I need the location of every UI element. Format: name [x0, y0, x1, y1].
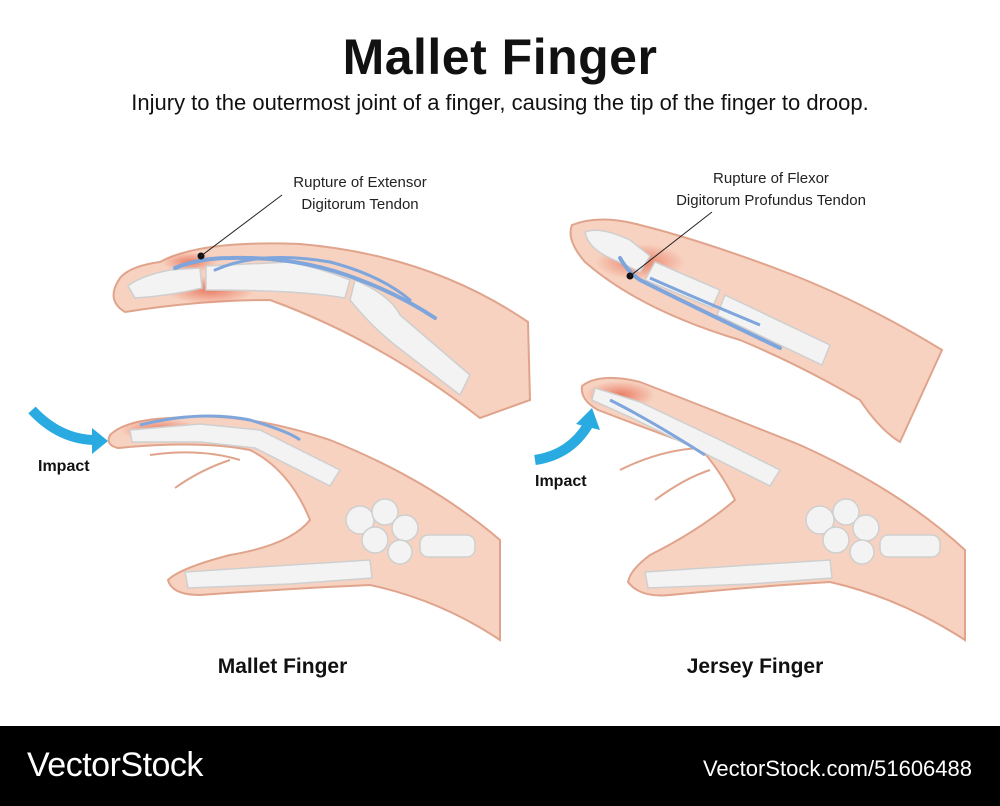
- mallet-hand: [28, 406, 501, 642]
- impact-label-right: Impact: [535, 473, 587, 490]
- jersey-finger-closeup: [569, 211, 944, 444]
- page-subtitle: Injury to the outermost joint of a finge…: [131, 90, 869, 115]
- annotation-line: Digitorum Profundus Tendon: [676, 192, 866, 209]
- caption-jersey-finger: Jersey Finger: [686, 655, 824, 678]
- middle-phalanx: [643, 261, 721, 309]
- brand-logo: VectorStock: [27, 746, 203, 784]
- extensor-rupture-annotation: Rupture of Extensor Digitorum Tendon: [250, 172, 470, 216]
- annotation-line: Digitorum Tendon: [301, 196, 419, 213]
- hand-skin: [107, 415, 501, 642]
- impact-label-left: Impact: [38, 458, 90, 475]
- jersey-hand: [534, 376, 966, 642]
- carpal-bones: [805, 498, 941, 565]
- distal-phalanx: [127, 267, 203, 299]
- extensor-tendon: [173, 255, 437, 320]
- annotation-line: Rupture of Extensor: [293, 174, 427, 191]
- carpal-bones: [345, 498, 476, 565]
- caption-mallet-finger: Mallet Finger: [217, 655, 348, 678]
- footer-url: VectorStock.com/51606488: [702, 756, 972, 781]
- mallet-finger-closeup: [112, 194, 532, 420]
- proximal-phalanx: [349, 278, 471, 397]
- impact-arrow: [534, 422, 593, 465]
- impact-arrow: [28, 406, 97, 445]
- flexor-rupture-annotation: Rupture of Flexor Digitorum Profundus Te…: [640, 168, 902, 212]
- illustration: [28, 194, 966, 642]
- annotation-line: Rupture of Flexor: [713, 170, 829, 187]
- page-title: Mallet Finger: [342, 29, 658, 85]
- flexor-tendon: [618, 256, 782, 350]
- footer-bar: VectorStock VectorStock.com/51606488: [0, 726, 1000, 806]
